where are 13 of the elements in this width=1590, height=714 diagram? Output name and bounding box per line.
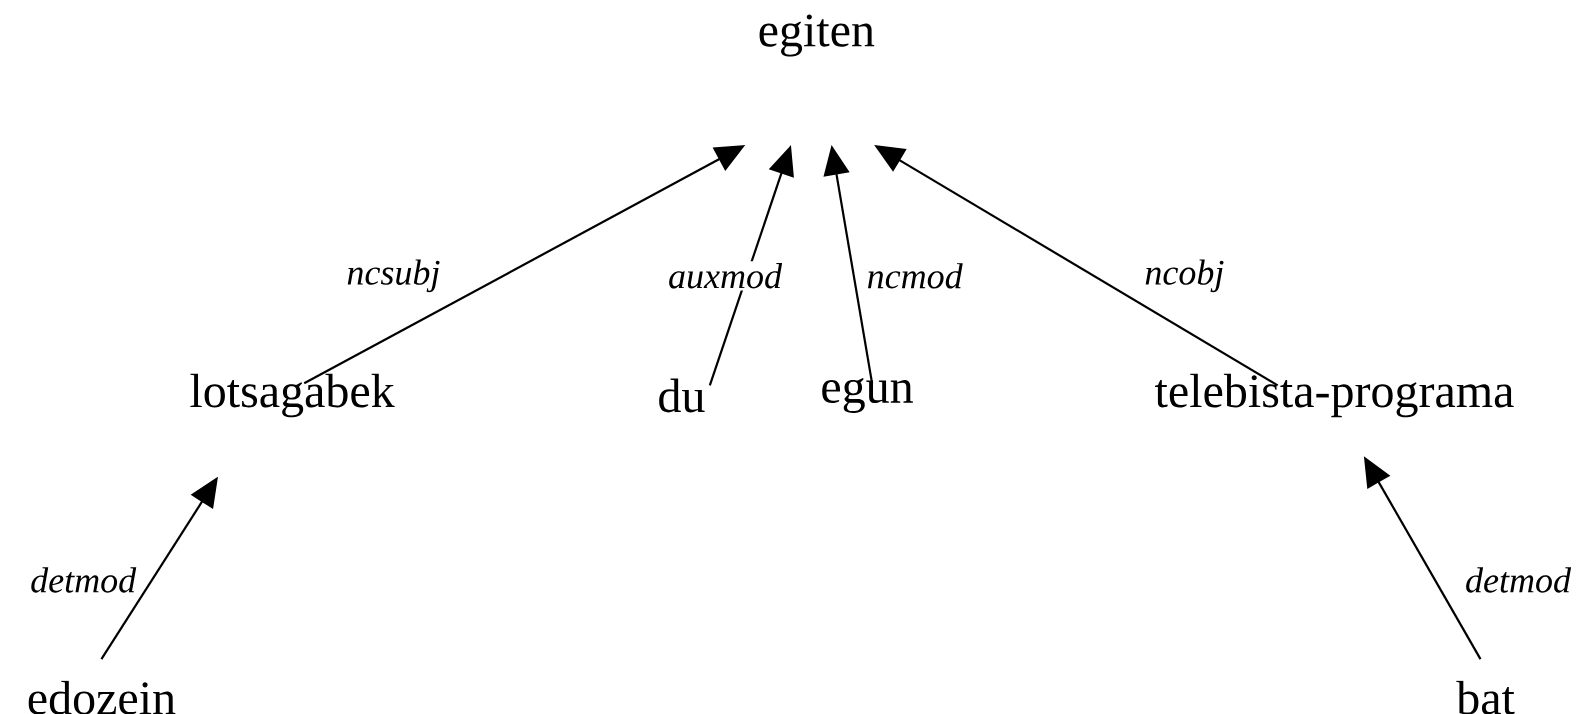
edge-label: ncsubj — [344, 257, 443, 295]
word: telebista-programa — [1155, 373, 1514, 418]
word: edozein — [28, 680, 176, 714]
edge-label: ncmod — [864, 261, 965, 291]
word: lotsagabek — [190, 373, 395, 418]
word: bat — [1456, 680, 1515, 714]
edge-label: auxmod — [666, 261, 785, 291]
word: egiten — [759, 14, 875, 57]
word: du — [659, 378, 705, 413]
word: egun — [822, 378, 913, 413]
edge-label: detmod — [28, 565, 139, 595]
edge-label: ncobj — [1142, 257, 1227, 295]
edge-label: detmod — [1463, 565, 1573, 595]
